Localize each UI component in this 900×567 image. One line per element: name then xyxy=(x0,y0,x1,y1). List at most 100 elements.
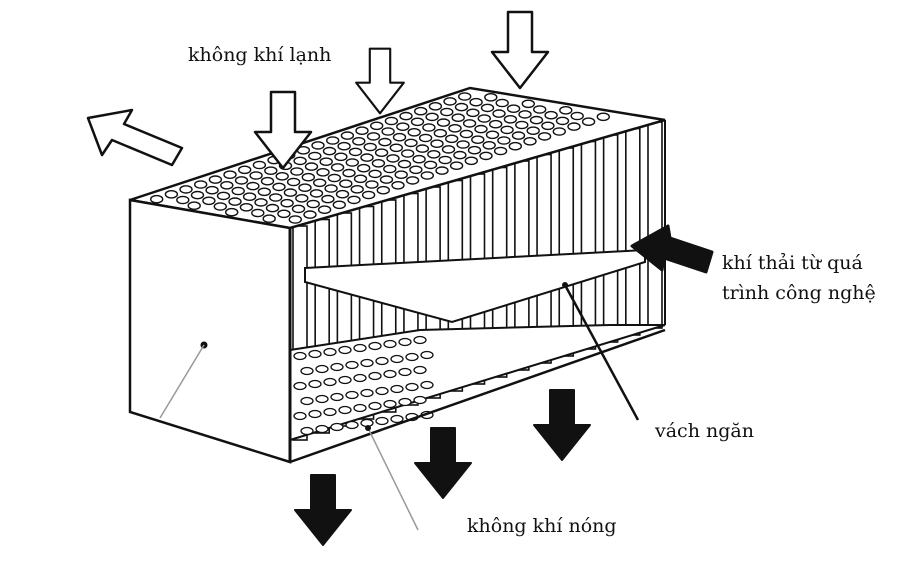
tube-hole xyxy=(570,111,584,121)
tube-hole xyxy=(286,177,301,187)
tube-hole xyxy=(330,422,344,432)
tube-hole xyxy=(237,165,252,175)
tube-hole xyxy=(313,178,327,188)
tube-hole xyxy=(526,126,540,135)
tube-hole xyxy=(378,137,392,147)
tube-hole xyxy=(567,122,581,131)
exhaust-gas-label-line2: trình công nghệ xyxy=(722,282,876,304)
tube-hole xyxy=(342,168,356,178)
tube-hole xyxy=(345,360,359,370)
tube-hole xyxy=(469,97,483,107)
tube-hole xyxy=(394,170,408,179)
tube-hole xyxy=(303,210,317,219)
tube-hole xyxy=(559,106,573,115)
tube-hole xyxy=(451,113,465,122)
tube-hole xyxy=(423,160,438,170)
tube-hole xyxy=(445,134,459,144)
tube-hole xyxy=(389,143,403,153)
tube-hole xyxy=(311,141,325,150)
tube-hole xyxy=(309,189,324,198)
tube-hole xyxy=(506,104,521,113)
tube xyxy=(558,147,575,357)
exhaust-gas-label: khí thải từ quá trình công nghệ xyxy=(722,248,876,308)
tube-hole xyxy=(293,381,307,391)
tube-hole xyxy=(326,136,340,145)
tube-hole xyxy=(308,151,322,161)
tube-hole xyxy=(323,377,337,387)
tube-hole xyxy=(246,181,260,191)
tube-hole xyxy=(413,365,427,375)
tube-hole xyxy=(368,371,382,381)
tube-hole xyxy=(581,117,596,126)
tube-hole xyxy=(295,193,309,203)
tube-hole xyxy=(383,369,397,379)
hot-air-label: không khí nóng xyxy=(467,515,617,537)
tube-hole xyxy=(503,115,518,124)
tube-hole xyxy=(262,214,276,223)
tube-hole xyxy=(293,156,307,166)
tube-hole xyxy=(315,424,329,434)
tube-hole xyxy=(392,132,407,142)
tube xyxy=(625,127,641,336)
tube-hole xyxy=(484,93,498,102)
tube-hole xyxy=(363,142,377,152)
vent-air-arrow xyxy=(86,108,184,167)
tube-hole xyxy=(433,128,447,138)
tube-hole xyxy=(327,173,342,183)
tube-hole xyxy=(464,156,478,166)
tube-hole xyxy=(454,102,469,112)
tube-hole xyxy=(459,129,474,139)
tube-hole xyxy=(523,136,537,146)
tube-hole xyxy=(234,176,249,185)
tube-hole xyxy=(390,354,404,364)
exhaust-inlet-arrow xyxy=(630,224,714,274)
cold-air-arrow-2 xyxy=(355,47,405,115)
tube-hole xyxy=(420,380,434,390)
tube-hole xyxy=(365,180,379,189)
tube-hole xyxy=(164,189,179,199)
tube-hole xyxy=(448,124,462,133)
tube-hole xyxy=(220,180,234,190)
top-tube-holes xyxy=(149,92,610,224)
tube-hole xyxy=(338,405,352,415)
tube-hole xyxy=(190,190,205,200)
tube-hole xyxy=(208,175,223,184)
tube-hole xyxy=(398,367,412,377)
tube-hole xyxy=(257,187,271,197)
tube-hole xyxy=(304,162,319,171)
tube-hole xyxy=(323,347,337,357)
tube-hole xyxy=(251,208,265,218)
tube-hole xyxy=(264,166,278,175)
tube-hole xyxy=(533,105,547,114)
tube-hole xyxy=(415,144,430,153)
tube-hole xyxy=(407,127,421,137)
tube-hole xyxy=(353,403,367,413)
tube-hole xyxy=(321,194,335,204)
tube-hole xyxy=(420,171,434,180)
cold-air-label: không khí lạnh xyxy=(188,44,332,66)
tube-hole xyxy=(458,92,472,101)
tube-hole xyxy=(435,166,449,175)
tube-hole xyxy=(350,184,364,194)
tube-hole xyxy=(338,375,352,385)
tube-hole xyxy=(176,195,190,205)
tube-hole xyxy=(335,189,350,199)
tube-hole xyxy=(418,133,433,143)
tube-hole xyxy=(482,140,496,150)
hot-air-arrow-2 xyxy=(414,427,472,499)
tube-hole xyxy=(413,335,427,345)
tube-hole xyxy=(390,384,404,394)
tube-hole xyxy=(315,394,329,404)
tube-hole xyxy=(280,198,294,208)
tube-hole xyxy=(371,158,386,168)
tube-hole xyxy=(323,407,337,417)
tube-hole xyxy=(552,127,566,136)
tube-hole xyxy=(480,103,495,113)
tube-hole xyxy=(374,148,389,157)
tube-hole xyxy=(493,146,508,156)
tube-hole xyxy=(345,420,359,430)
tube-hole xyxy=(216,191,231,201)
tube-hole xyxy=(427,149,441,159)
tube-hole xyxy=(361,190,376,200)
